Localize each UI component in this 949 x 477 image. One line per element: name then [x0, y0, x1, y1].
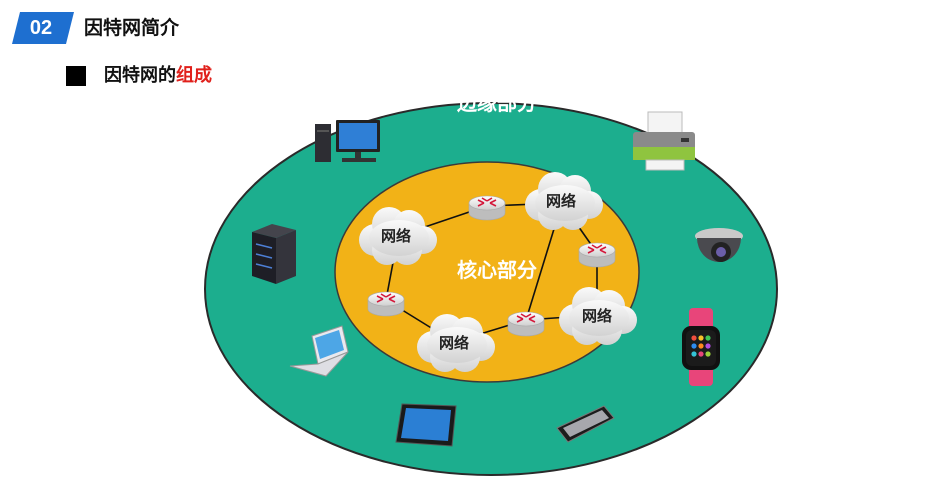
printer-icon — [633, 111, 695, 171]
router-icon — [468, 195, 506, 221]
section-number: 02 — [29, 17, 53, 39]
security-camera-icon — [695, 228, 743, 262]
router-icon — [367, 291, 405, 317]
network-label-1: 网络 — [381, 227, 411, 245]
smartphone-icon — [556, 405, 615, 443]
edge-part-label: 边缘部分 — [456, 91, 537, 115]
desktop-computer-icon — [315, 120, 380, 162]
subtitle-prefix: 因特网的 — [104, 65, 176, 86]
subtitle: 因特网的组成 — [104, 62, 212, 90]
section-number-badge — [12, 12, 74, 44]
router-icon — [578, 242, 616, 268]
server-icon — [252, 224, 296, 284]
smartwatch-icon — [682, 308, 720, 386]
subtitle-highlight: 组成 — [176, 65, 212, 86]
router-icon — [507, 311, 545, 337]
section-title: 因特网简介 — [84, 17, 180, 39]
network-label-3: 网络 — [582, 307, 612, 325]
network-label-4: 网络 — [439, 334, 469, 352]
laptop-icon — [289, 325, 349, 377]
core-part-label: 核心部分 — [457, 258, 537, 282]
bullet-square — [66, 66, 86, 86]
tablet-icon — [395, 403, 457, 447]
network-label-2: 网络 — [546, 192, 576, 210]
